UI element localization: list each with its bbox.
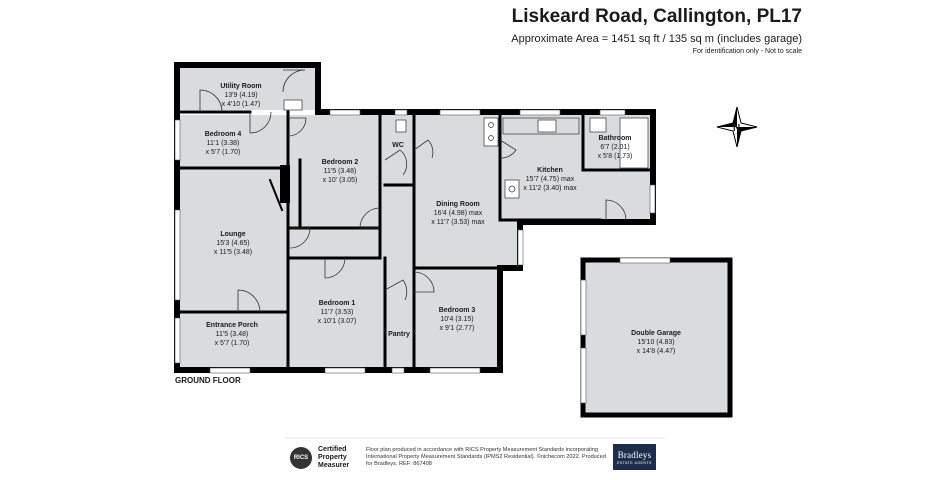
windows: [174, 109, 671, 404]
area-summary: Approximate Area = 1451 sq ft / 135 sq m…: [511, 33, 802, 45]
utility-room-dim1: 13'9 (4.19): [224, 92, 257, 99]
bedroom1-name: Bedroom 1: [319, 300, 356, 307]
bedroom4-name: Bedroom 4: [205, 131, 242, 138]
brand-subtitle: ESTATE AGENTS: [617, 460, 652, 465]
disclaimer-text: Floor plan produced in accordance with R…: [366, 447, 606, 467]
lounge-dim2: x 11'5 (3.48): [214, 249, 252, 256]
bedroom1-dim1: 11'7 (3.53): [321, 309, 354, 316]
entrance-porch-dim1: 11'5 (3.48): [216, 331, 249, 338]
bradleys-logo: Bradleys ESTATE AGENTS: [613, 444, 656, 470]
rics-logo: RICS: [290, 447, 312, 469]
dining-room-name: Dining Room: [436, 201, 480, 208]
bedroom2-dim2: x 10' (3.05): [323, 177, 358, 184]
door-swings: [199, 69, 627, 313]
bath-icon: [619, 117, 649, 169]
kitchen-name: Kitchen: [537, 167, 563, 174]
garage-dim1: 15'10 (4.83): [637, 339, 674, 346]
garage-name: Double Garage: [631, 330, 681, 337]
bedroom1-dim2: x 10'1 (3.07): [318, 318, 357, 325]
utility-sink-icon: [283, 99, 303, 111]
room-labels: Utility Room 13'9 (4.19) x 4'10 (1.47) B…: [205, 83, 681, 355]
scale-note: For identification only - Not to scale: [692, 48, 802, 55]
entrance-porch-dim2: x 5'7 (1.70): [215, 340, 250, 347]
hob-icon: [483, 117, 499, 147]
bathroom-dim2: x 5'8 (1.73): [598, 153, 633, 160]
floor-fill: [180, 68, 730, 415]
utility-room-name: Utility Room: [220, 83, 261, 90]
compass-north-label: N: [733, 123, 740, 134]
dining-room-dim1: 16'4 (4.98) max: [434, 210, 483, 217]
wc-toilet-icon: [395, 119, 407, 133]
wc-name: WC: [392, 142, 404, 149]
bedroom4-dim1: 11'1 (3.38): [207, 140, 240, 147]
kitchen-sink-icon: [537, 119, 557, 133]
bedroom3-dim1: 10'4 (3.15): [440, 316, 473, 323]
bedroom2-dim1: 11'5 (3.48): [324, 168, 357, 175]
entrance-porch-name: Entrance Porch: [206, 322, 258, 329]
kitchen-dim2: x 11'2 (3.40) max: [523, 185, 577, 192]
lounge-dim1: 15'3 (4.65): [216, 240, 249, 247]
brand-name: Bradleys: [617, 449, 652, 460]
dining-room-dim2: x 11'7 (3.53) max: [431, 219, 485, 226]
cooker-icon: [504, 179, 520, 199]
bedroom3-name: Bedroom 3: [439, 307, 476, 314]
bedroom4-dim2: x 5'7 (1.70): [206, 149, 241, 156]
utility-room-dim2: x 4'10 (1.47): [222, 101, 261, 108]
basin-icon: [589, 117, 607, 133]
kitchen-dim1: 15'7 (4.75) max: [526, 176, 575, 183]
bedroom2-name: Bedroom 2: [322, 159, 359, 166]
floor-label: GROUND FLOOR: [175, 376, 241, 385]
bathroom-dim1: 6'7 (2.01): [600, 144, 629, 151]
lounge-name: Lounge: [220, 231, 245, 238]
bathroom-name: Bathroom: [598, 135, 631, 142]
walls: [174, 62, 733, 418]
compass-icon: N: [716, 106, 758, 148]
pantry-name: Pantry: [388, 331, 410, 338]
rics-certification-text: Certified Property Measurer: [318, 446, 350, 469]
fixtures: [283, 99, 649, 199]
bedroom3-dim2: x 9'1 (2.77): [440, 325, 475, 332]
page-title: Liskeard Road, Callington, PL17: [511, 6, 802, 27]
garage-dim2: x 14'8 (4.47): [637, 348, 676, 355]
